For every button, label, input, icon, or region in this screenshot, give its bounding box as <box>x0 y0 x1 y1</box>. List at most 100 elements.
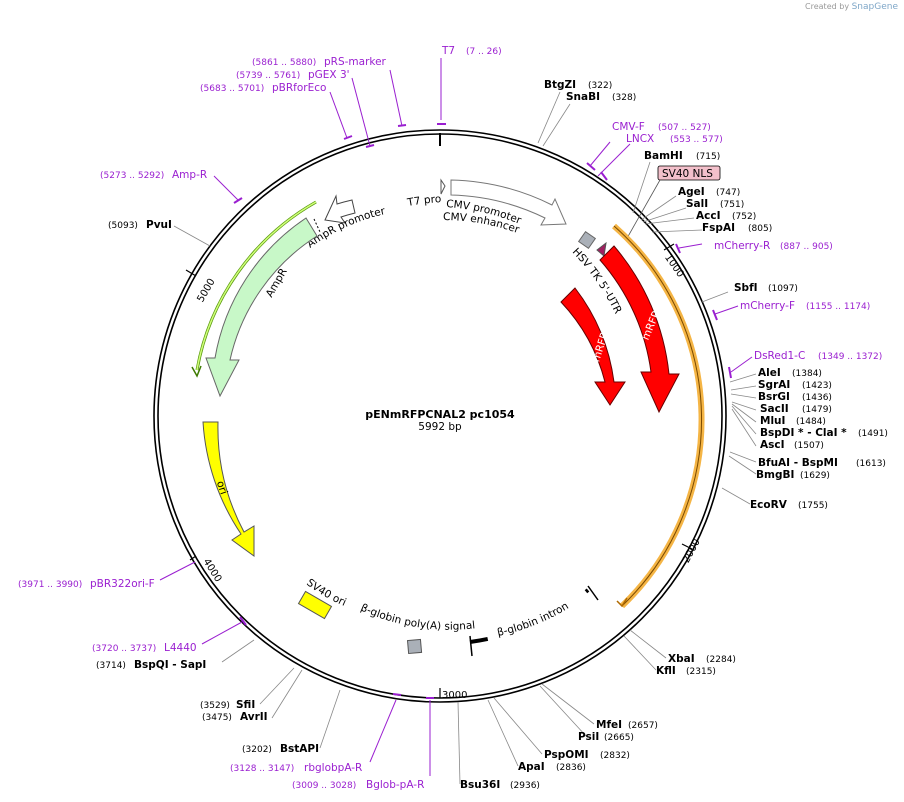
ampr-arrow[interactable] <box>205 217 318 398</box>
enzyme-sali-name[interactable]: SalI <box>686 198 708 210</box>
primer-dsred-name[interactable]: DsRed1-C <box>754 350 805 362</box>
primer-t7-name[interactable]: T7 <box>441 45 455 57</box>
primer-pgex3-name[interactable]: pGEX 3' <box>308 69 350 81</box>
enzyme-kfli-name[interactable]: KflI <box>656 665 676 677</box>
tick-2000: 2000 <box>681 537 703 565</box>
primer-leaders <box>159 58 753 776</box>
primer-pgex3-pos: (5739 .. 5761) <box>236 71 300 81</box>
enzyme-sbfi-pos: (1097) <box>768 284 798 294</box>
enzyme-sbfi-name[interactable]: SbfI <box>734 282 758 294</box>
enzyme-snabi-name[interactable]: SnaBI <box>566 91 600 103</box>
enzyme-psii-name[interactable]: PsiI <box>578 731 599 743</box>
enzyme-snabi-pos: (328) <box>612 93 636 103</box>
primer-t7-pos: (7 .. 26) <box>466 47 502 57</box>
enzyme-bamhi-pos: (715) <box>696 152 720 162</box>
sv40-nls-box[interactable] <box>657 165 721 181</box>
enzyme-fspai-pos: (805) <box>748 224 772 234</box>
enzyme-xbai-name[interactable]: XbaI <box>668 653 695 665</box>
enzyme-mlui-name[interactable]: MluI <box>760 415 785 427</box>
primer-mcherryr-name[interactable]: mCherry-R <box>714 240 770 252</box>
enzyme-agei-name[interactable]: AgeI <box>678 186 705 198</box>
enzyme-bsrgi-name[interactable]: BsrGI <box>758 391 790 403</box>
kozak-mark <box>596 241 607 257</box>
enzyme-bsu36i-name[interactable]: Bsu36I <box>460 779 500 791</box>
enzyme-apai-pos: (2836) <box>556 763 586 773</box>
mrfp1-span-arrowhead <box>616 597 628 608</box>
enzyme-acci-pos: (752) <box>732 212 756 222</box>
snapgene-credit: Created by SnapGene <box>805 2 898 12</box>
enzyme-bamhi-name[interactable]: BamHI <box>644 150 683 162</box>
primer-mcherryr-pos: (887 .. 905) <box>780 242 833 252</box>
enzyme-acci-name[interactable]: AccI <box>696 210 720 222</box>
enzyme-bmgbi-name[interactable]: BmgBI <box>756 469 794 481</box>
enzyme-btgzi-name[interactable]: BtgZI <box>544 79 576 91</box>
plasmid-name: pENmRFPCNAL2 pc1054 <box>365 408 515 421</box>
primer-lncx-pos: (553 .. 577) <box>670 135 723 145</box>
enzyme-sfii-name[interactable]: SfiI <box>236 699 255 711</box>
plasmid-length: 5992 bp <box>418 421 462 433</box>
tick-1000: 1000 <box>662 252 686 279</box>
primer-prsmarker-pos: (5861 .. 5880) <box>252 58 316 68</box>
bglobin-intron-ends <box>469 585 599 657</box>
enzyme-bfuai-bspmi-name[interactable]: BfuAI - BspMI <box>758 457 838 469</box>
primer-prsmarker-name[interactable]: pRS-marker <box>324 56 387 68</box>
enzyme-avrii-name[interactable]: AvrII <box>240 711 268 723</box>
enzyme-mfei-name[interactable]: MfeI <box>596 719 622 731</box>
tick-2000-mark <box>681 543 693 550</box>
primer-bglobpar-name[interactable]: Bglob-pA-R <box>366 779 424 791</box>
enzyme-pspomi-name[interactable]: PspOMI <box>544 749 589 761</box>
enzyme-bsu36i-pos: (2936) <box>510 781 540 791</box>
enzyme-pvui-pos: (5093) <box>108 221 138 231</box>
tick-5000: 5000 <box>195 277 217 305</box>
snapgene-brand: SnapGene <box>851 2 898 12</box>
primer-lncx-name[interactable]: LNCX <box>626 133 654 145</box>
enzyme-apai-name[interactable]: ApaI <box>518 761 545 773</box>
enzyme-bstapi-name[interactable]: BstAPI <box>280 743 319 755</box>
t7-promoter-arrow[interactable] <box>440 178 446 195</box>
enzyme-alei-name[interactable]: AleI <box>758 367 781 379</box>
sv40-nls-leader <box>625 179 661 241</box>
ampr-line-arrowhead <box>191 365 202 378</box>
enzyme-ecorv-name[interactable]: EcoRV <box>750 499 788 511</box>
bglobin-polya-box[interactable] <box>406 638 423 655</box>
ampr-promoter-arrow[interactable] <box>324 194 356 224</box>
hsv-tk-box[interactable] <box>577 230 597 250</box>
primer-mcherryf-pos: (1155 .. 1174) <box>806 302 870 312</box>
enzyme-pvui-name[interactable]: PvuI <box>146 219 172 231</box>
enzyme-sacii-pos: (1479) <box>802 405 832 415</box>
enzyme-bspqi-sapi-name[interactable]: BspQI - SapI <box>134 659 206 671</box>
backbone-outer <box>153 129 727 703</box>
bglobin-polya-label: β-globin poly(A) signal <box>359 602 476 633</box>
enzyme-asci-name[interactable]: AscI <box>760 439 785 451</box>
enzyme-agei-pos: (747) <box>716 188 740 198</box>
mrfp1-arrow-1[interactable] <box>599 245 680 414</box>
enzyme-pspomi-pos: (2832) <box>600 751 630 761</box>
primer-pbr322orif-name[interactable]: pBR322ori-F <box>90 578 155 590</box>
tick-1000-mark <box>663 243 675 251</box>
enzyme-alei-pos: (1384) <box>792 369 822 379</box>
primer-rbglobpar-name[interactable]: rbglobpA-R <box>304 762 362 774</box>
enzyme-fspai-name[interactable]: FspAI <box>702 222 735 234</box>
bglobin-intron-bar[interactable] <box>469 588 590 644</box>
primer-pbrforeco-name[interactable]: pBRforEco <box>272 82 326 94</box>
primer-ampr-name[interactable]: Amp-R <box>172 169 207 181</box>
bglobin-intron-label: β-globin intron <box>496 600 571 639</box>
cmv-promoter-arrow[interactable] <box>450 179 567 226</box>
enzyme-sgrai-name[interactable]: SgrAI <box>758 379 790 391</box>
enzyme-avrii-pos: (3475) <box>202 713 232 723</box>
enzyme-kfli-pos: (2315) <box>686 667 716 677</box>
enzyme-bfuai-bspmi-pos: (1613) <box>856 459 886 469</box>
primer-pbrforeco-pos: (5683 .. 5701) <box>200 84 264 94</box>
mrfp1-span-line <box>613 225 702 607</box>
enzyme-bspdi-clai-pos: (1491) <box>858 429 888 439</box>
ori-arrow[interactable] <box>202 421 255 557</box>
primer-l4440-name[interactable]: L4440 <box>164 642 197 654</box>
enzyme-bspdi-clai-name[interactable]: BspDI * - ClaI * <box>760 427 847 439</box>
enzyme-sacii-name[interactable]: SacII <box>760 403 789 415</box>
sv40-ori-box[interactable] <box>297 590 333 620</box>
primer-mcherryf-name[interactable]: mCherry-F <box>740 300 795 312</box>
enzyme-psii-pos: (2665) <box>604 733 634 743</box>
mrfp1-arrow-2[interactable] <box>560 287 626 406</box>
primer-cmvf-name[interactable]: CMV-F <box>612 121 645 133</box>
